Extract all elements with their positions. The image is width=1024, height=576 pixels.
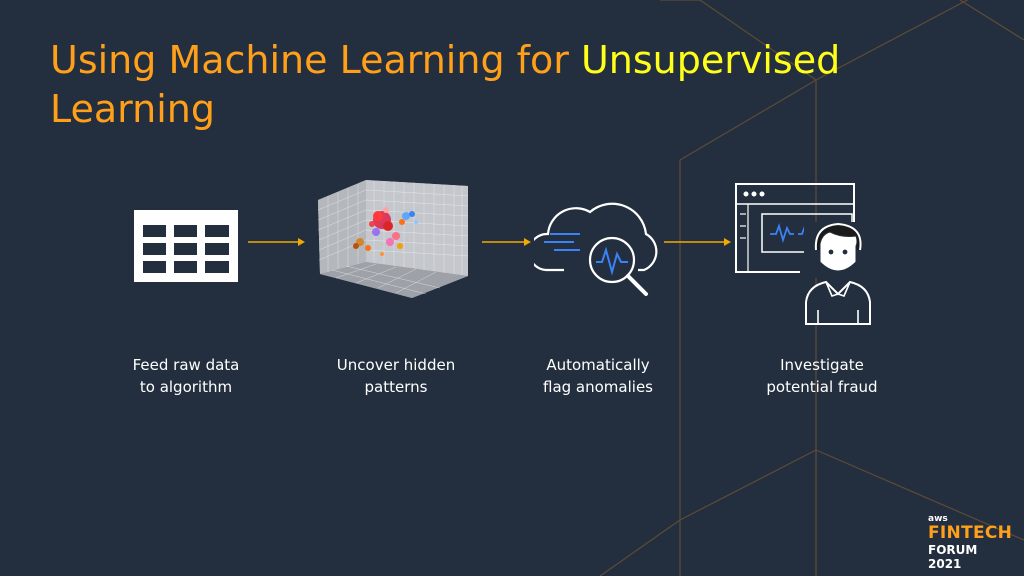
flow-arrow-1 xyxy=(248,238,305,246)
step-caption-2: Uncover hidden patterns xyxy=(336,356,456,396)
title-text-2: Learning xyxy=(50,87,215,131)
title-text-1: Using Machine Learning for xyxy=(50,38,581,82)
flow-arrow-2 xyxy=(482,238,531,246)
logo-line-1: FINTECH xyxy=(928,523,1013,543)
aws-logo-text: aws xyxy=(928,514,948,524)
step-caption-4: Investigate potential fraud xyxy=(766,356,878,396)
step-caption-3: Automatically flag anomalies xyxy=(543,356,653,396)
monitor-investigator-icon xyxy=(735,183,871,325)
3d-scatter-cube-icon xyxy=(317,180,469,298)
logo-line-2: FORUM 2021 xyxy=(928,543,978,571)
table-grid-icon xyxy=(134,210,238,282)
aws-fintech-forum-logo: aws FINTECH FORUM 2021 xyxy=(928,514,1013,571)
step-caption-1: Feed raw data to algorithm xyxy=(132,356,240,396)
title-highlight: Unsupervised xyxy=(580,38,841,82)
flow-arrow-3 xyxy=(664,238,731,246)
cloud-magnifier-icon xyxy=(534,202,658,296)
